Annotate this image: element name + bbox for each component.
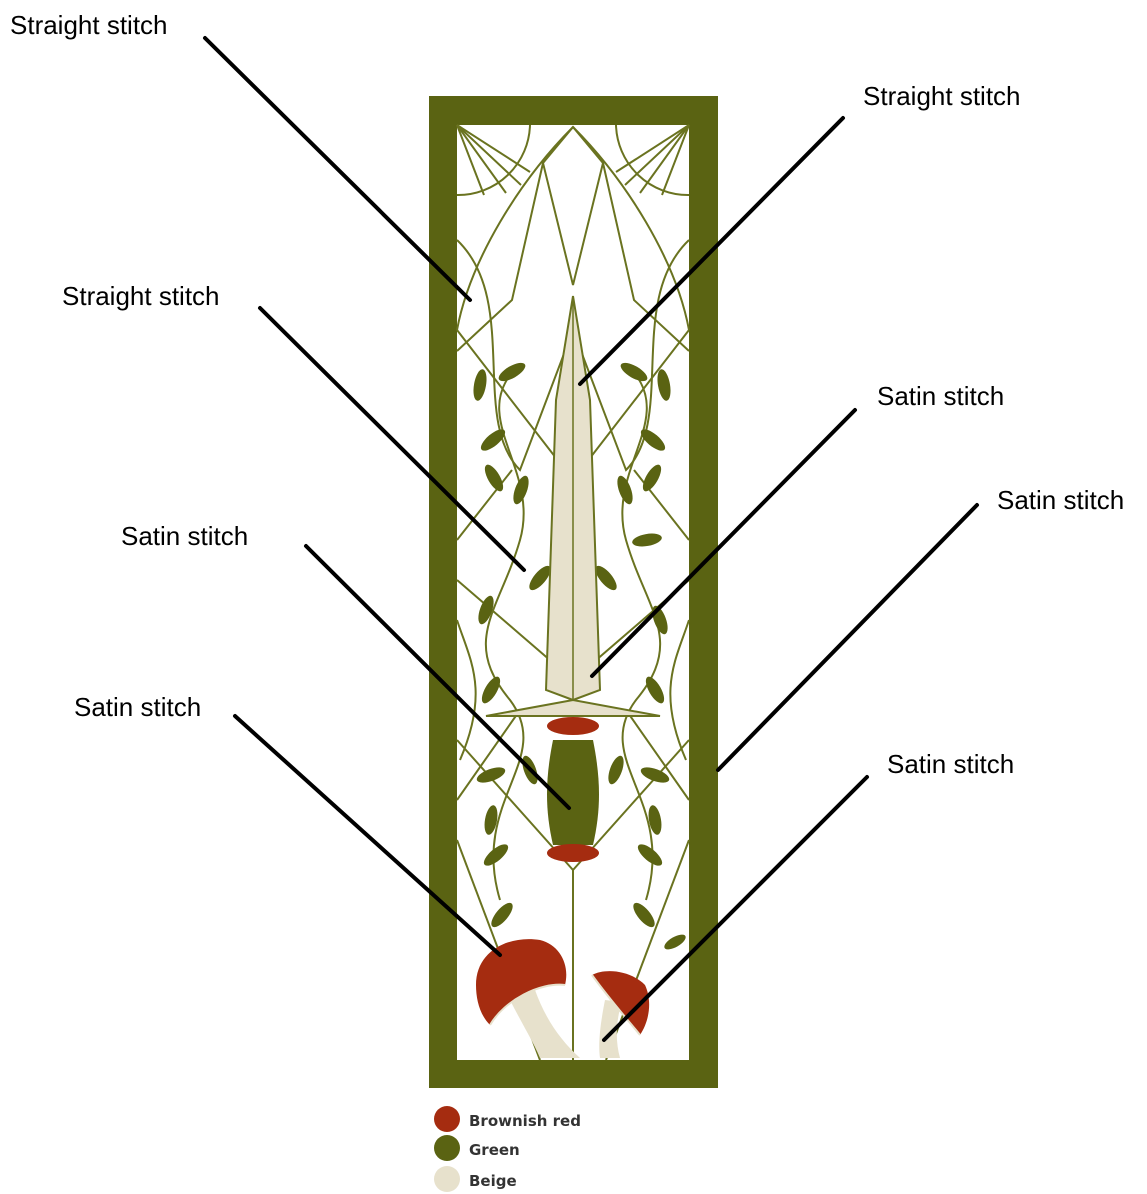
callout-label-c1: Straight stitch bbox=[10, 10, 168, 40]
hilt-pommel bbox=[547, 844, 599, 862]
callout-label-c7: Satin stitch bbox=[74, 692, 201, 722]
callout-label-c8: Satin stitch bbox=[887, 749, 1014, 779]
legend-swatch-brownish-red bbox=[434, 1106, 460, 1132]
hilt-guard-top bbox=[547, 717, 599, 735]
legend-label-beige: Beige bbox=[469, 1172, 517, 1190]
legend-label-green: Green bbox=[469, 1141, 520, 1159]
color-legend: Brownish red Green Beige bbox=[434, 1106, 581, 1192]
legend-swatch-green bbox=[434, 1135, 460, 1161]
legend-item-green: Green bbox=[434, 1135, 520, 1161]
legend-label-brownish-red: Brownish red bbox=[469, 1112, 581, 1130]
callout-label-c6: Satin stitch bbox=[121, 521, 248, 551]
callout-label-c2: Straight stitch bbox=[863, 81, 1021, 111]
legend-item-beige: Beige bbox=[434, 1166, 517, 1192]
callout-label-c3: Straight stitch bbox=[62, 281, 220, 311]
legend-swatch-beige bbox=[434, 1166, 460, 1192]
callout-label-c4: Satin stitch bbox=[877, 381, 1004, 411]
legend-item-brownish-red: Brownish red bbox=[434, 1106, 581, 1132]
callout-label-c5: Satin stitch bbox=[997, 485, 1124, 515]
callout-line-c5 bbox=[718, 505, 977, 770]
